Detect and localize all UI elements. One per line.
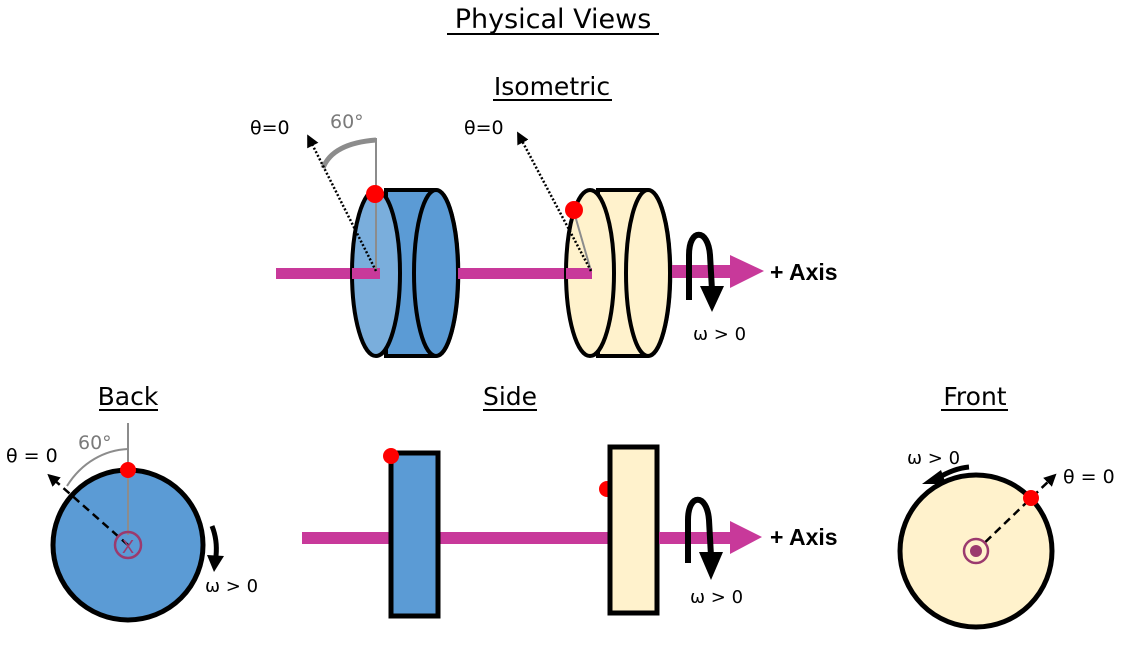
axis-shaft-middle [458,268,592,279]
side-heading: Side [483,382,537,411]
rotation-arrowhead [700,286,724,312]
side-axis-shaft-right [659,532,734,544]
back-reference-marker [120,462,136,478]
side-rotation-arrow-icon [685,496,714,563]
back-omega-label: ω > 0 [205,576,258,597]
front-axis-out-of-page-dot [970,545,982,557]
cream-disk-side [607,444,660,616]
back-angle-arc [66,448,129,487]
side-omega-label: ω > 0 [690,587,743,608]
isometric-angle-label: 60° [330,111,364,133]
isometric-theta-label-left: θ=0 [250,117,290,139]
side-axis-arrowhead [730,521,762,554]
isometric-heading: Isometric [494,72,610,101]
side-rotation-arrowhead [699,552,723,580]
side-axis-label: + Axis [770,524,838,550]
back-center-symbol: X [122,537,134,558]
front-omega-label: ω > 0 [907,448,960,469]
rotation-arrow-icon [686,232,715,300]
theta-zero-direction-right [517,131,593,272]
side-view: Side ω > 0 + Axis [302,382,838,619]
back-view: Back X 60° θ = 0 ω > 0 [6,382,258,623]
back-rotation-arrow-icon [209,525,219,557]
theta-zero-direction-left [307,134,378,272]
blue-disk-side [388,450,441,619]
reference-marker-right [565,201,583,219]
side-blue-reference-marker [383,448,399,464]
isometric-axis-label: + Axis [770,259,838,285]
reference-marker-left [366,185,384,203]
blue-disk-isometric [350,188,461,358]
back-theta-zero-direction [47,473,129,546]
front-heading: Front [943,382,1006,411]
axis-shaft-right [672,265,734,278]
axis-shaft-cream-inner [566,268,592,279]
axis-shaft-left [276,268,380,279]
page-title: Physical Views [455,4,652,35]
isometric-view: Isometric ω > 0 + Axis [250,72,838,358]
front-theta-label: θ = 0 [1063,466,1115,488]
back-heading: Back [98,382,159,411]
back-axis-into-page-symbol [113,530,143,560]
back-theta-label: θ = 0 [6,445,58,467]
front-rotation-arrowhead [922,470,946,484]
isometric-theta-label-right: θ=0 [464,117,504,139]
axis-arrowhead [730,255,764,288]
front-reference-marker [1023,490,1039,506]
front-theta-zero-direction [975,473,1057,552]
angle-arc [320,137,377,170]
isometric-omega-label: ω > 0 [693,324,746,345]
front-view: Front θ = 0 ω > 0 [897,382,1115,630]
axis-shaft-left-inner [352,268,380,279]
back-angle-label: 60° [78,432,112,454]
back-rotation-arrowhead [207,555,224,572]
marker-radius-line [573,211,592,272]
